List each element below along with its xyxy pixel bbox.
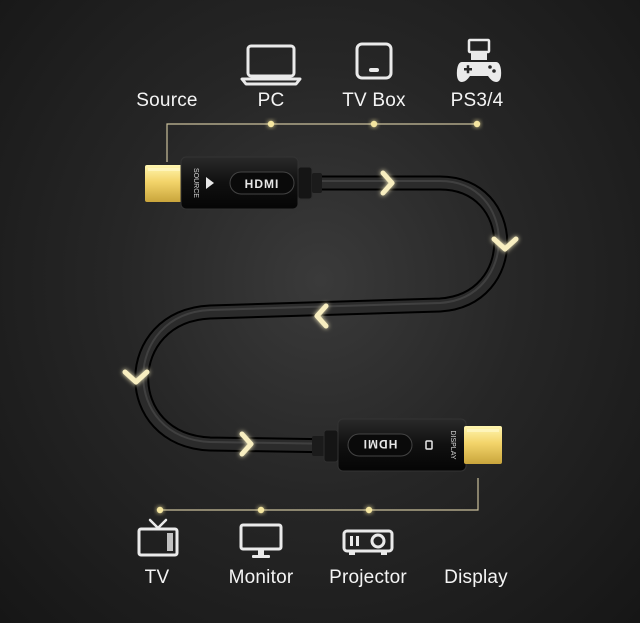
tv-box-label: TV Box [342,90,406,111]
top-connector-line [166,120,481,162]
tv-box-icon [352,40,396,84]
monitor-icon [238,522,284,560]
source-plug-text: SOURCE [192,168,199,198]
source-hdmi-plug: SOURCE HDMI [145,156,322,210]
display-brand-text: HDMI [363,437,398,451]
laptop-icon [240,42,302,86]
display-plug-text: DISPLAY [449,430,456,459]
gamepad-icon [454,38,504,86]
source-brand-text: HDMI [245,177,280,191]
tv-label: TV [144,567,170,588]
source-label: Source [136,90,198,111]
bottom-connector-line [156,478,479,514]
direction-arrow [239,431,254,457]
hdmi-cable [134,175,509,454]
tv-icon [136,518,180,558]
projector-icon [341,525,395,557]
monitor-label: Monitor [228,567,294,588]
direction-arrow [491,236,519,252]
direction-arrow [314,303,329,329]
direction-arrow [380,170,395,196]
ps-label: PS3/4 [450,90,504,111]
display-hdmi-plug: HDMI DISPLAY [312,418,502,472]
direction-arrow [122,369,150,385]
display-label: Display [444,567,508,588]
projector-label: Projector [329,567,407,588]
pc-label: PC [257,90,285,111]
